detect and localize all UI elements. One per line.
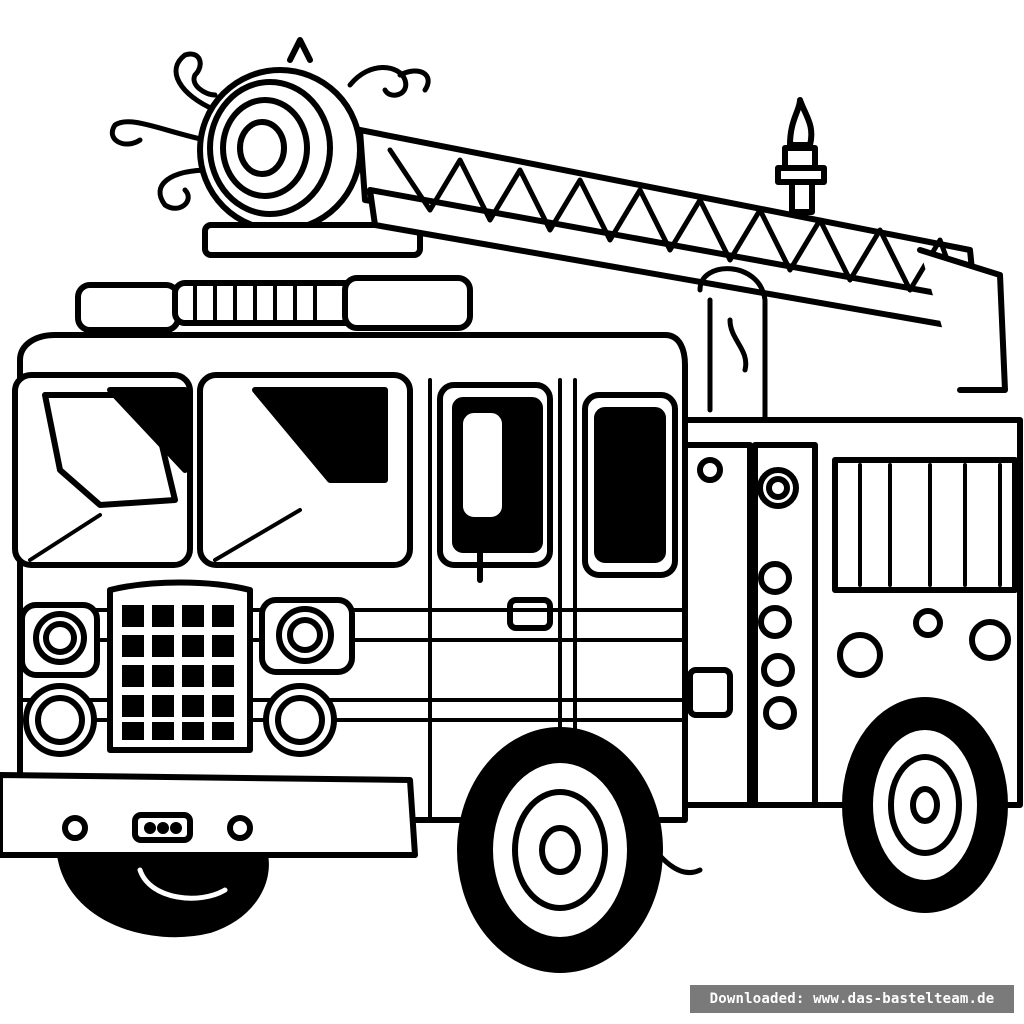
siren-post xyxy=(775,97,827,215)
rear-body xyxy=(682,266,1023,808)
light-bar xyxy=(75,275,473,333)
watermark-label: Downloaded: www.das-bastelteam.de xyxy=(690,985,1014,1013)
flame-swirls xyxy=(110,51,431,211)
bumper xyxy=(0,772,418,858)
wheels xyxy=(57,697,1008,973)
grille xyxy=(107,579,253,753)
hose-reel xyxy=(197,37,423,258)
headlights xyxy=(19,597,355,757)
ladder xyxy=(357,127,1008,393)
